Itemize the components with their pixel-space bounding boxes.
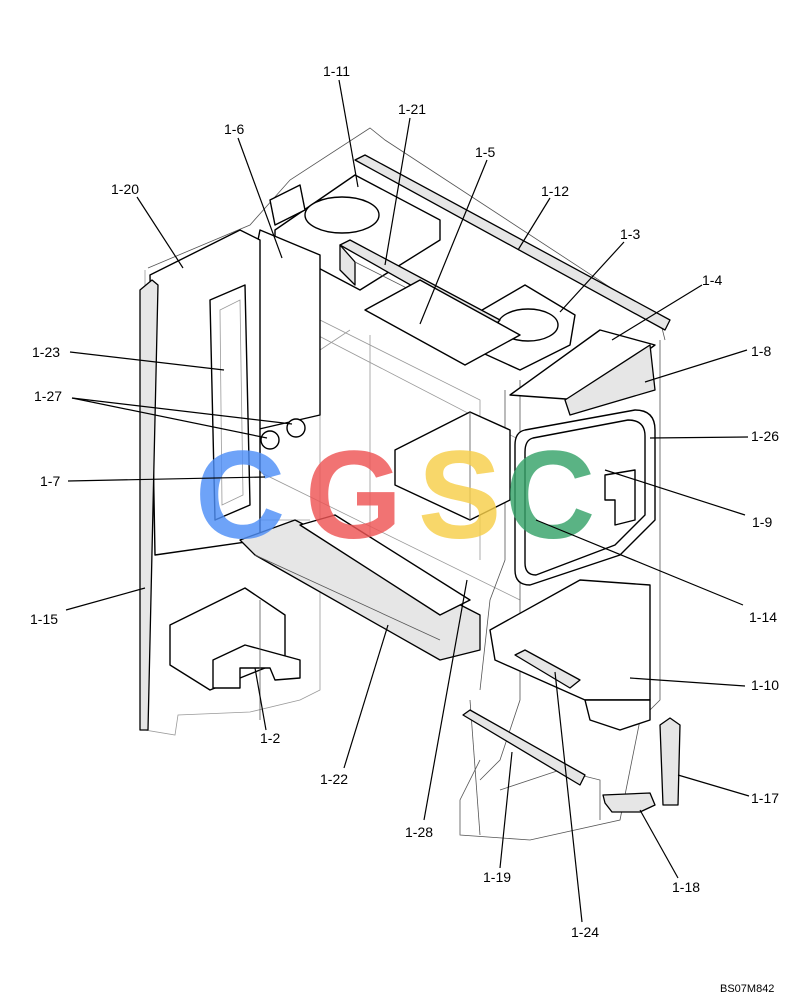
label-1-24: 1-24	[571, 924, 599, 940]
label-1-21: 1-21	[398, 101, 426, 117]
bottom-parts	[239, 514, 681, 813]
drawing-code: BS07M842	[720, 983, 774, 995]
label-1-19: 1-19	[483, 869, 511, 885]
part-labels: 1-11 1-21 1-6 1-5 1-20 1-12 1-3 1-4 1-23…	[30, 63, 779, 940]
label-1-5: 1-5	[475, 144, 495, 160]
label-1-14: 1-14	[749, 609, 777, 625]
label-1-9: 1-9	[752, 514, 772, 530]
label-1-26: 1-26	[751, 428, 779, 444]
label-1-8: 1-8	[751, 343, 771, 359]
label-1-10: 1-10	[751, 677, 779, 693]
label-1-15: 1-15	[30, 611, 58, 627]
label-1-2: 1-2	[260, 730, 280, 746]
cab-frame	[144, 127, 666, 841]
roof-assembly	[254, 154, 671, 431]
watermark-letter-g: G	[305, 426, 402, 565]
label-1-17: 1-17	[751, 790, 779, 806]
door-window	[514, 409, 656, 586]
watermark-letter-c2: C	[505, 426, 595, 565]
label-1-7: 1-7	[40, 473, 60, 489]
label-1-20: 1-20	[111, 181, 139, 197]
label-1-4: 1-4	[702, 272, 722, 288]
leader-lines	[65, 79, 750, 923]
label-1-6: 1-6	[224, 121, 244, 137]
label-1-11: 1-11	[323, 63, 350, 79]
label-1-18: 1-18	[672, 879, 700, 895]
left-side-parts	[139, 229, 306, 731]
label-1-3: 1-3	[620, 226, 640, 242]
watermark-letter-c1: C	[195, 426, 285, 565]
label-1-23: 1-23	[32, 344, 60, 360]
label-1-12: 1-12	[541, 183, 569, 199]
label-1-22: 1-22	[320, 771, 348, 787]
label-1-28: 1-28	[405, 824, 433, 840]
label-1-27: 1-27	[34, 388, 62, 404]
watermark-letter-s: S	[418, 426, 501, 565]
watermark-logo: C G S C	[195, 426, 595, 565]
